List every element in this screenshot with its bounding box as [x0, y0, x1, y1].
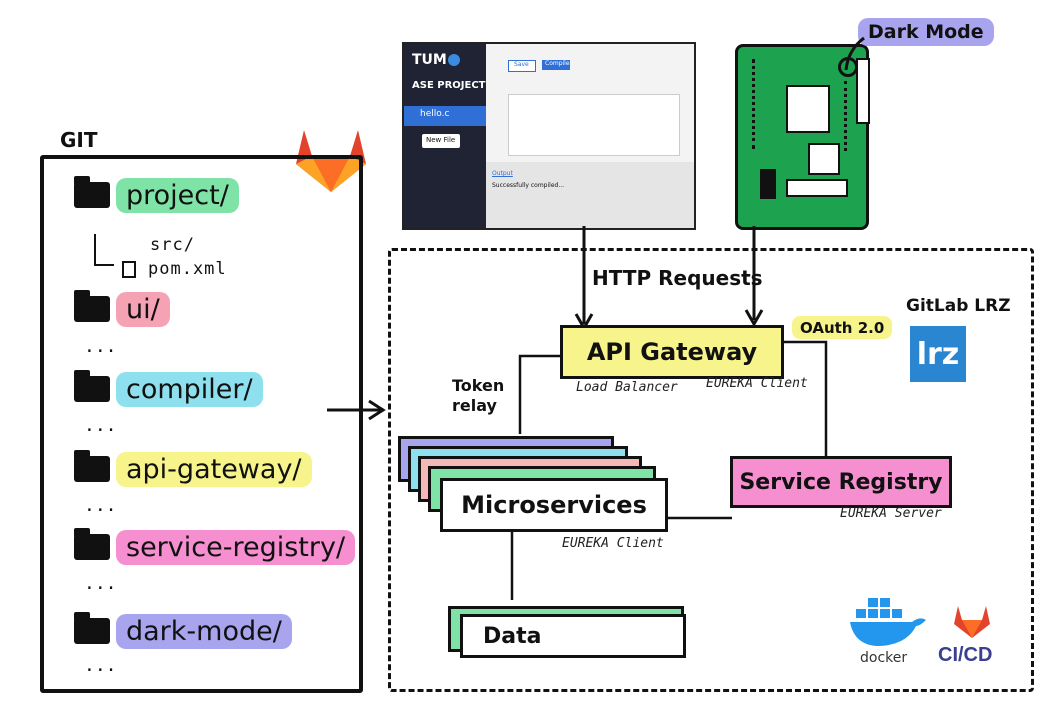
- folder-api-gateway[interactable]: api-gateway/: [74, 447, 312, 491]
- file-label: hello.c: [420, 109, 450, 119]
- folder-icon: [74, 528, 110, 560]
- folder-label: service-registry/: [116, 529, 356, 565]
- eureka-client-caption: EUREKA Client: [706, 376, 808, 391]
- lrz-logo: lrz: [910, 326, 966, 382]
- dark-mode-text: Dark Mode: [868, 21, 984, 43]
- gitlab-ci-icon: [954, 606, 990, 638]
- oauth-label: OAuth 2.0: [792, 316, 893, 339]
- output-label: Output: [492, 170, 513, 177]
- tree-branch: [94, 234, 114, 266]
- ellipsis: ...: [84, 495, 117, 516]
- service-registry-label: Service Registry: [739, 469, 943, 495]
- file-src[interactable]: src/: [150, 235, 195, 255]
- ellipsis: ...: [84, 336, 117, 357]
- git-title: GIT: [60, 128, 98, 152]
- folder-icon: [74, 450, 110, 482]
- output-text: Successfully compiled...: [492, 182, 565, 189]
- new-file-label: New File: [426, 136, 456, 144]
- logo-badge-icon: [448, 54, 460, 66]
- folder-dark-mode[interactable]: dark-mode/: [74, 609, 292, 653]
- code-area[interactable]: [508, 94, 680, 156]
- ellipsis: ...: [84, 655, 117, 676]
- cicd-text: CI/CD: [938, 644, 993, 666]
- microservices-label: Microservices: [461, 491, 647, 519]
- microservices-box[interactable]: Microservices: [440, 478, 668, 532]
- service-registry-box[interactable]: Service Registry: [730, 456, 952, 508]
- folder-label: ui/: [116, 291, 170, 327]
- lrz-logo-text: lrz: [916, 336, 960, 372]
- chip: [786, 85, 830, 133]
- folder-label: compiler/: [116, 371, 263, 407]
- data-box[interactable]: Data: [460, 614, 686, 658]
- load-balancer-caption: Load Balancer: [576, 380, 678, 395]
- folder-project[interactable]: project/: [74, 173, 239, 217]
- http-arrows: [574, 226, 764, 332]
- editor-logo: TUM: [412, 52, 447, 68]
- folder-label: dark-mode/: [116, 613, 292, 649]
- cicd-label: CI/CD: [938, 644, 992, 667]
- gitlab-lrz-label: GitLab LRZ: [906, 296, 1011, 316]
- eureka-server-caption: EUREKA Server: [840, 506, 942, 521]
- http-requests-label: HTTP Requests: [592, 266, 763, 290]
- usb-port: [856, 58, 870, 124]
- output-panel: Output Successfully compiled...: [486, 162, 694, 228]
- oauth-text: OAuth 2.0: [800, 319, 885, 337]
- ellipsis: ...: [84, 573, 117, 594]
- file-icon: [122, 261, 136, 278]
- folder-icon: [74, 176, 110, 208]
- editor-file-item[interactable]: hello.c: [404, 106, 486, 126]
- editor-sidebar: TUM ASE PROJECT hello.c New File: [404, 44, 486, 228]
- pointer-line: [844, 36, 865, 71]
- connector-bar: [786, 179, 848, 197]
- folder-icon: [74, 370, 110, 402]
- token-relay-label: Token relay: [452, 376, 505, 415]
- docker-label: docker: [860, 650, 908, 666]
- api-gateway-box[interactable]: API Gateway: [560, 325, 784, 379]
- dark-mode-board: [735, 44, 869, 230]
- api-gateway-label: API Gateway: [586, 338, 758, 366]
- new-file-button[interactable]: New File: [422, 134, 460, 148]
- editor-project-title: ASE PROJECT: [412, 80, 486, 91]
- system-boundary: [388, 248, 1034, 692]
- connection-lines: [510, 340, 828, 600]
- folder-compiler[interactable]: compiler/: [74, 367, 263, 411]
- editor-window: TUM ASE PROJECT hello.c New File Save Co…: [402, 42, 696, 230]
- git-repository-panel: project/ src/ pom.xml ui/ ... compiler/ …: [40, 155, 363, 693]
- folder-icon: [74, 612, 110, 644]
- docker-whale-icon: [850, 598, 926, 646]
- compile-label: Compile: [545, 60, 570, 67]
- file-pom[interactable]: pom.xml: [148, 259, 227, 279]
- pin-strip: [844, 81, 857, 151]
- connector: [760, 169, 776, 199]
- folder-ui[interactable]: ui/: [74, 287, 170, 331]
- gitlab-logo-icon: [296, 130, 366, 192]
- folder-icon: [74, 290, 110, 322]
- folder-service-registry[interactable]: service-registry/: [74, 525, 356, 569]
- folder-label: project/: [116, 177, 239, 213]
- save-button[interactable]: Save: [508, 60, 536, 72]
- microservices-eureka-caption: EUREKA Client: [562, 536, 664, 551]
- pin-strip: [752, 59, 765, 149]
- folder-label: api-gateway/: [116, 451, 312, 487]
- ellipsis: ...: [84, 415, 117, 436]
- dark-mode-label: Dark Mode: [858, 18, 994, 46]
- compile-button[interactable]: Compile: [542, 60, 570, 70]
- save-label: Save: [514, 61, 529, 68]
- data-label: Data: [483, 623, 542, 649]
- deploy-arrow-icon: [327, 399, 386, 421]
- chip-small: [808, 143, 840, 175]
